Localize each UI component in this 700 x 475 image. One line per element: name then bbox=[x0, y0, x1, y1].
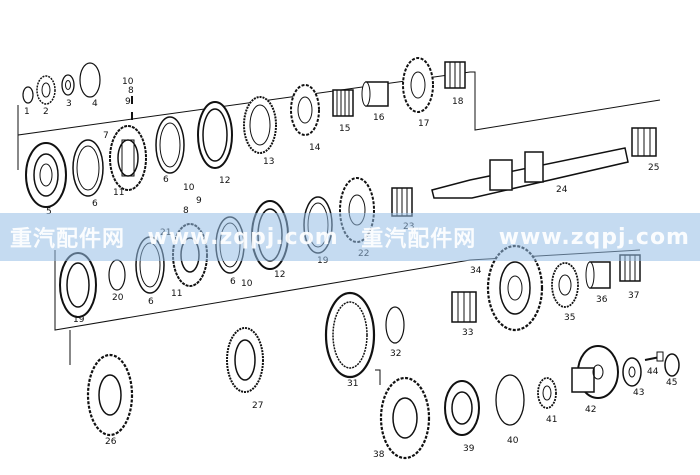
part-17-gear bbox=[402, 57, 434, 113]
label-26: 26 bbox=[105, 437, 117, 447]
label-17: 17 bbox=[418, 119, 429, 129]
label-8: 8 bbox=[128, 86, 134, 96]
label-19b: 19 bbox=[317, 256, 329, 266]
part-16-bushing bbox=[361, 81, 389, 107]
part-19b-ring bbox=[303, 196, 333, 254]
label-19a: 19 bbox=[73, 315, 85, 325]
label-18: 18 bbox=[452, 97, 464, 107]
label-45: 45 bbox=[666, 378, 677, 388]
part-41-threaded-nut bbox=[537, 377, 557, 409]
label-11: 11 bbox=[113, 188, 124, 198]
part-6b-ring bbox=[155, 116, 185, 174]
label-44: 44 bbox=[647, 367, 659, 377]
label-10c: 10 bbox=[241, 279, 253, 289]
part-32-snap-ring bbox=[385, 306, 405, 344]
part-15-needle-bearing bbox=[332, 89, 354, 117]
label-9: 9 bbox=[125, 97, 131, 107]
label-31: 31 bbox=[347, 379, 358, 389]
part-19-ring-left bbox=[59, 252, 97, 318]
part-6d-ring bbox=[215, 216, 245, 274]
label-38: 38 bbox=[373, 450, 385, 460]
part-5-synchro-ring bbox=[25, 142, 67, 208]
label-6b: 6 bbox=[163, 175, 169, 185]
part-7-hub-gear bbox=[109, 125, 147, 191]
label-2: 2 bbox=[43, 107, 49, 117]
part-6c-ring bbox=[135, 236, 165, 294]
part-12b-ring bbox=[251, 200, 289, 270]
part-35-gear bbox=[551, 262, 579, 308]
part-34-cluster-gear bbox=[486, 244, 544, 332]
label-13: 13 bbox=[263, 157, 274, 167]
label-6a: 6 bbox=[92, 199, 98, 209]
part-4-ring bbox=[79, 62, 101, 98]
part-14-gear bbox=[290, 84, 320, 136]
label-5: 5 bbox=[46, 207, 52, 217]
label-41: 41 bbox=[546, 415, 557, 425]
label-11b: 11 bbox=[171, 289, 182, 299]
label-8b: 8 bbox=[183, 206, 189, 216]
label-25: 25 bbox=[648, 163, 659, 173]
label-14: 14 bbox=[309, 143, 321, 153]
label-23: 23 bbox=[403, 222, 414, 232]
part-24-main-shaft bbox=[431, 147, 629, 199]
label-1: 1 bbox=[24, 107, 30, 117]
part-2-small-gear bbox=[36, 75, 56, 105]
label-15: 15 bbox=[339, 124, 350, 134]
label-7: 7 bbox=[103, 131, 109, 141]
label-21: 21 bbox=[160, 228, 171, 238]
part-22-gear bbox=[339, 177, 375, 243]
label-43: 43 bbox=[633, 388, 644, 398]
part-23-bearing bbox=[391, 187, 413, 217]
part-40-snap-ring bbox=[495, 374, 525, 426]
part-26-gear bbox=[86, 353, 134, 437]
part-33-bearing bbox=[451, 291, 477, 323]
label-24: 24 bbox=[556, 185, 568, 195]
part-27-gear bbox=[226, 327, 264, 393]
part-18-needle-bearing bbox=[444, 61, 466, 89]
part-1-snap-ring bbox=[22, 86, 34, 104]
label-6d: 6 bbox=[230, 277, 236, 287]
label-33: 33 bbox=[462, 328, 473, 338]
part-number-labels: 1 2 3 4 5 6 7 8 9 10 11 6 12 13 14 15 16… bbox=[24, 77, 677, 460]
label-39: 39 bbox=[463, 444, 475, 454]
label-12a: 12 bbox=[219, 176, 230, 186]
part-38-gear bbox=[379, 376, 431, 460]
label-20: 20 bbox=[112, 293, 124, 303]
label-3: 3 bbox=[66, 99, 72, 109]
part-20-snap-ring bbox=[108, 259, 126, 291]
label-12b: 12 bbox=[274, 270, 285, 280]
part-13-sleeve bbox=[243, 96, 277, 154]
label-4: 4 bbox=[92, 99, 98, 109]
part-37-bearing bbox=[619, 254, 641, 282]
part-42-flange bbox=[571, 345, 619, 399]
part-36-bushing bbox=[585, 261, 611, 289]
label-37: 37 bbox=[628, 291, 639, 301]
label-27: 27 bbox=[252, 401, 263, 411]
label-42: 42 bbox=[585, 405, 596, 415]
part-39-ball-bearing bbox=[444, 380, 480, 436]
label-6c: 6 bbox=[148, 297, 154, 307]
label-32: 32 bbox=[390, 349, 401, 359]
part-21-hub bbox=[172, 223, 208, 287]
part-31-internal-ring-gear bbox=[324, 291, 376, 379]
label-34: 34 bbox=[470, 266, 482, 276]
part-12-ring bbox=[197, 101, 233, 169]
part-3-washer bbox=[61, 74, 75, 96]
label-36: 36 bbox=[596, 295, 608, 305]
part-6-ring bbox=[72, 139, 104, 197]
part-45-plate bbox=[664, 353, 680, 377]
label-16: 16 bbox=[373, 113, 385, 123]
part-44-bolt bbox=[644, 351, 664, 362]
label-22: 22 bbox=[358, 249, 369, 259]
label-40: 40 bbox=[507, 436, 519, 446]
label-9b: 9 bbox=[196, 196, 202, 206]
part-43-washer bbox=[622, 357, 642, 387]
label-10: 10 bbox=[122, 77, 134, 87]
part-25-bearing bbox=[631, 127, 657, 157]
label-35: 35 bbox=[564, 313, 575, 323]
label-10b: 10 bbox=[183, 183, 195, 193]
